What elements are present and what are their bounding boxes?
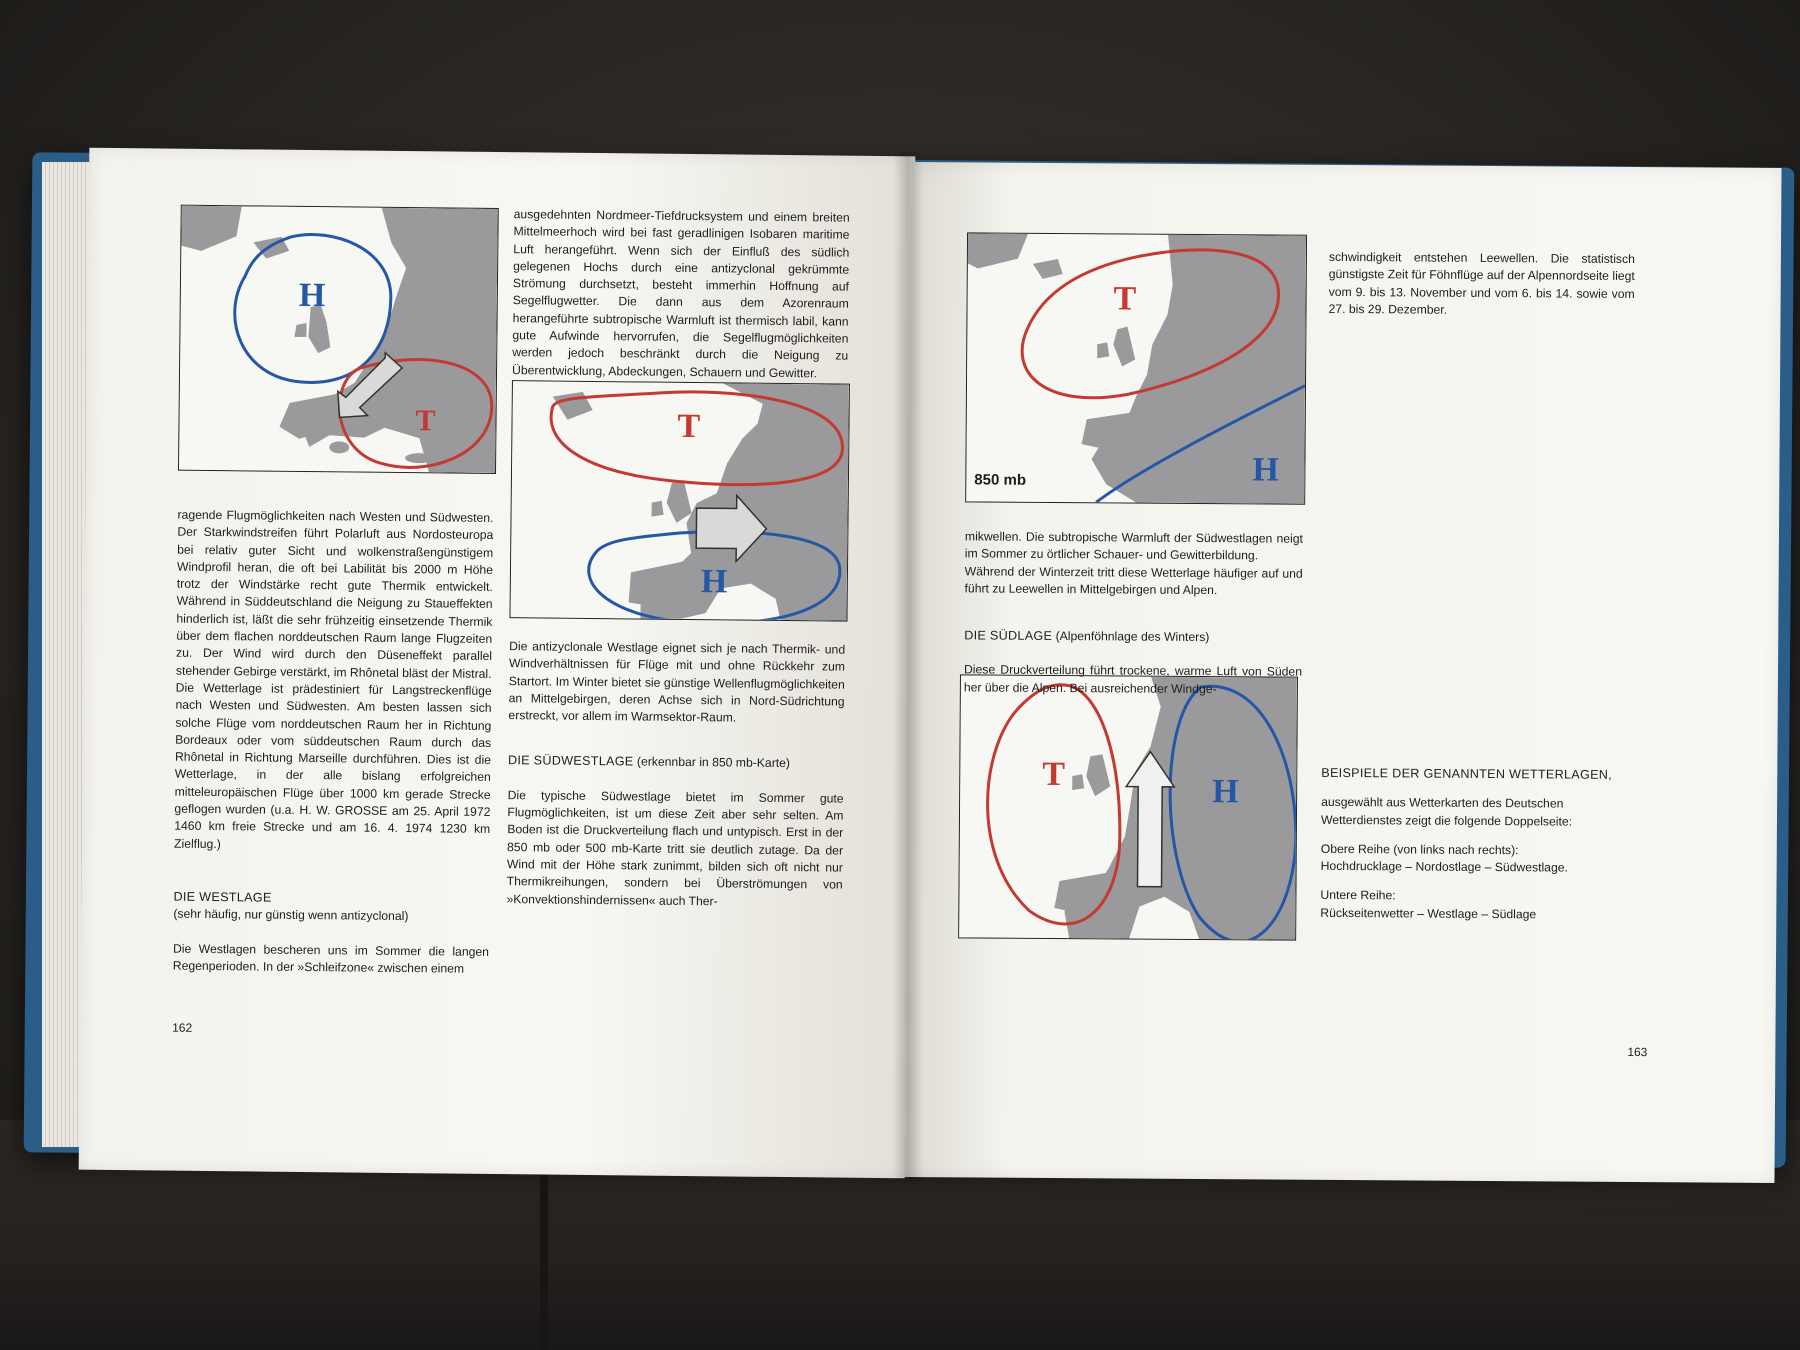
map-high-label: H bbox=[1252, 451, 1279, 489]
book-gutter bbox=[893, 152, 923, 1182]
paragraph: Die Wetterlage ist prädestiniert für Lan… bbox=[174, 680, 492, 851]
page-number: 163 bbox=[1627, 1044, 1648, 1060]
paragraph: Diese Druckverteilung führt trockene, wa… bbox=[963, 662, 1303, 696]
right-page: T H 850 mb T H mikwellen. Die subtropisc… bbox=[904, 161, 1782, 1184]
map-caption-850mb: 850 mb bbox=[974, 471, 1027, 489]
map-high-label: H bbox=[700, 563, 728, 601]
paragraph: Rückseitenwetter – Westlage – Südlage bbox=[1320, 905, 1537, 922]
weather-map-850mb: T H 850 mb bbox=[965, 232, 1308, 505]
left-column-2-bottom: Die antizyclonale Westlage eignet sich j… bbox=[506, 638, 845, 911]
left-column-1: ragende Flugmöglichkeiten nach Westen un… bbox=[173, 507, 494, 978]
map-suedlage-graphic bbox=[959, 675, 1297, 940]
weather-map-suedlage: T H bbox=[958, 674, 1298, 941]
paragraph: Während der Winterzeit tritt diese Wette… bbox=[964, 563, 1303, 598]
map-low-label: T bbox=[677, 407, 701, 446]
section-heading-suedwestlage: DIE SÜDWESTLAGE (erkennbar in 850 mb-Kar… bbox=[508, 753, 844, 774]
left-page: H T T H ragende Flugmöglichkeiten nach W… bbox=[78, 147, 916, 1179]
paragraph: ausgewählt aus Wetterkarten des Deutsche… bbox=[1320, 795, 1573, 829]
heading-text: DIE SÜDWESTLAGE bbox=[507, 753, 634, 769]
map-850mb-graphic bbox=[966, 233, 1307, 504]
paragraph: ragende Flugmöglichkeiten nach Westen un… bbox=[175, 507, 494, 681]
right-column-2-bottom: BEISPIELE DER GENANNTEN WETTERLAGEN, aus… bbox=[1320, 765, 1631, 924]
heading-note: (Alpenföhnlage des Winters) bbox=[1055, 629, 1210, 645]
weather-map-westlage: H T bbox=[177, 204, 499, 474]
paragraph: mikwellen. Die subtropische Warmluft der… bbox=[964, 529, 1303, 563]
map-high-label: H bbox=[298, 276, 326, 315]
paragraph: Die Westlagen bescheren uns im Sommer di… bbox=[172, 941, 490, 976]
heading-text: DIE SÜDLAGE bbox=[964, 628, 1053, 644]
sofa-seam bbox=[540, 1160, 548, 1350]
right-column-1: mikwellen. Die subtropische Warmluft der… bbox=[964, 528, 1303, 698]
section-heading-beispiele: BEISPIELE DER GENANNTEN WETTERLAGEN, bbox=[1321, 765, 1613, 782]
page-number: 162 bbox=[172, 1020, 193, 1035]
paragraph: Obere Reihe (von links nach rechts): bbox=[1320, 841, 1519, 858]
map-antizyclonal-graphic bbox=[510, 381, 849, 621]
paragraph: Die typische Südwestlage bietet im Somme… bbox=[506, 787, 844, 908]
map-high-label: H bbox=[1212, 773, 1239, 811]
paragraph: ausgedehnten Nordmeer-Tiefdrucksystem un… bbox=[511, 207, 850, 381]
map-westlage-graphic bbox=[179, 205, 498, 473]
paragraph: Hochdrucklage – Nordostlage – Südwestlag… bbox=[1320, 859, 1568, 875]
weather-map-antizyclonale-westlage: T H bbox=[509, 380, 850, 622]
right-column-2-top: schwindigkeit entstehen Leewellen. Die s… bbox=[1328, 249, 1634, 320]
left-column-2-top: ausgedehnten Nordmeer-Tiefdrucksystem un… bbox=[512, 206, 850, 382]
section-subheading: (sehr häufig, nur günstig wenn antizyclo… bbox=[173, 906, 409, 924]
paragraph: schwindigkeit entstehen Leewellen. Die s… bbox=[1328, 249, 1635, 317]
section-heading-suedlage: DIE SÜDLAGE (Alpenföhnlage des Winters) bbox=[964, 628, 1302, 648]
map-low-label: T bbox=[415, 404, 436, 438]
map-low-label: T bbox=[1042, 755, 1066, 794]
paragraph: Untere Reihe: bbox=[1320, 888, 1396, 903]
heading-note: (erkennbar in 850 mb-Karte) bbox=[636, 754, 791, 771]
map-low-label: T bbox=[1113, 280, 1137, 318]
paragraph: Die antizyclonale Westlage eignet sich j… bbox=[508, 639, 846, 725]
